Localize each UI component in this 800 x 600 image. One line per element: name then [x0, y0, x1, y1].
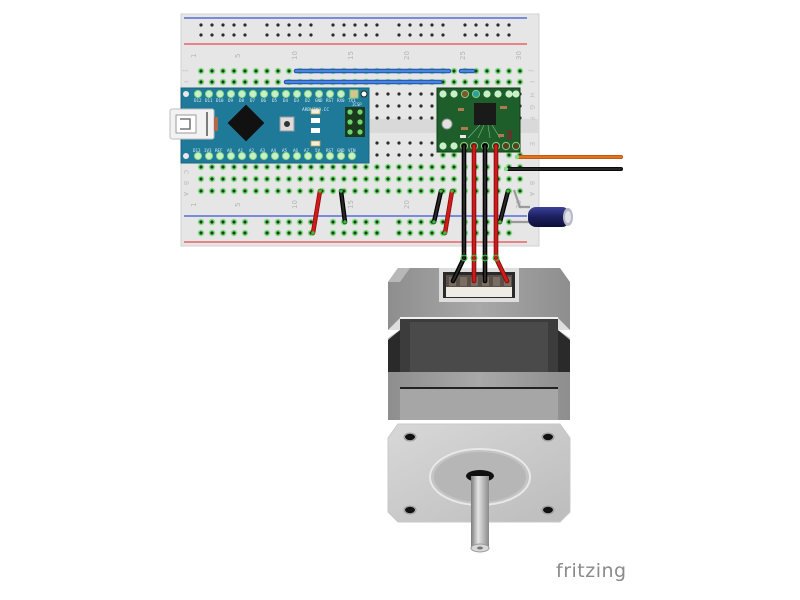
motor-shaft: [466, 470, 494, 553]
svg-text:1: 1: [190, 203, 198, 207]
svg-text:D9: D9: [228, 98, 234, 103]
svg-text:D4: D4: [283, 98, 289, 103]
svg-text:VIN: VIN: [348, 148, 356, 153]
motor-coil-wires[interactable]: [450, 143, 510, 284]
svg-text:D10: D10: [216, 98, 224, 103]
current-limit-potentiometer[interactable]: [441, 118, 453, 130]
smd-components: [458, 106, 512, 140]
svg-text:J: J: [528, 69, 535, 72]
svg-text:5: 5: [234, 54, 242, 58]
svg-text:D12: D12: [194, 98, 202, 103]
svg-text:10: 10: [291, 51, 299, 60]
svg-text:GND: GND: [337, 148, 345, 153]
electrolytic-capacitor[interactable]: [510, 189, 573, 227]
svg-text:A1: A1: [238, 148, 244, 153]
svg-text:G: G: [528, 105, 535, 110]
svg-text:D8: D8: [239, 98, 245, 103]
bottom-power-rail-holes[interactable]: [197, 218, 513, 237]
arduino-top-pins[interactable]: [183, 89, 368, 99]
stepper-motor[interactable]: [387, 268, 571, 553]
external-power-wires[interactable]: [503, 154, 623, 172]
svg-text:B: B: [182, 181, 189, 185]
svg-text:10: 10: [291, 200, 299, 209]
svg-text:D7: D7: [250, 98, 256, 103]
svg-text:15: 15: [347, 51, 355, 60]
svg-text:REF: REF: [215, 148, 223, 153]
svg-text:B: B: [528, 181, 535, 185]
svg-text:D2: D2: [305, 98, 311, 103]
arduino-cc-label: ARDUINO.CC: [302, 107, 329, 113]
svg-text:RST: RST: [326, 98, 334, 103]
svg-text:D13: D13: [193, 148, 201, 153]
svg-text:RX0: RX0: [337, 98, 345, 103]
svg-text:D3: D3: [294, 98, 300, 103]
svg-text:J: J: [182, 69, 189, 72]
row-labels: J I C B A J I H G F E B A: [182, 69, 535, 197]
svg-text:A5: A5: [282, 148, 288, 153]
svg-text:5V: 5V: [315, 148, 321, 153]
svg-text:1: 1: [190, 54, 198, 58]
svg-text:A7: A7: [304, 148, 310, 153]
svg-text:20: 20: [403, 51, 411, 60]
svg-text:A6: A6: [293, 148, 299, 153]
svg-text:D5: D5: [272, 98, 278, 103]
jumper-wires[interactable]: [310, 188, 511, 236]
svg-text:A: A: [528, 192, 535, 197]
svg-text:TX1: TX1: [348, 98, 356, 103]
svg-text:I: I: [528, 81, 535, 83]
stepper-driver-board[interactable]: [436, 87, 521, 153]
motor-connector[interactable]: [439, 268, 519, 302]
svg-text:H: H: [528, 93, 535, 98]
icsp-header: ICSP: [345, 102, 365, 137]
mounting-holes: [403, 432, 555, 515]
svg-text:C: C: [182, 170, 189, 174]
blue-wires[interactable]: [283, 68, 476, 85]
svg-text:E: E: [528, 142, 535, 146]
svg-text:20: 20: [403, 200, 411, 209]
mini-usb-connector: [169, 108, 218, 140]
status-leds: [310, 108, 321, 147]
reset-button[interactable]: [279, 116, 295, 132]
fritzing-logo: fritzing: [556, 560, 627, 582]
svg-text:ICSP: ICSP: [352, 102, 362, 107]
svg-text:3V3: 3V3: [204, 148, 212, 153]
arduino-bottom-pins[interactable]: [183, 151, 357, 161]
svg-text:F: F: [528, 117, 535, 121]
microcontroller-chip: [227, 104, 265, 142]
svg-text:A2: A2: [249, 148, 255, 153]
svg-text:I: I: [182, 81, 189, 83]
svg-text:25: 25: [459, 51, 467, 60]
svg-text:GND: GND: [315, 98, 323, 103]
svg-text:A3: A3: [260, 148, 266, 153]
svg-text:15: 15: [347, 200, 355, 209]
svg-text:D6: D6: [261, 98, 267, 103]
svg-text:30: 30: [515, 51, 523, 60]
svg-text:A4: A4: [271, 148, 277, 153]
top-power-rail-holes[interactable]: [199, 23, 511, 37]
svg-text:5: 5: [234, 203, 242, 207]
svg-text:D11: D11: [205, 98, 213, 103]
column-labels-top: 1 5 10 15 20 25 30: [190, 51, 523, 60]
driver-top-pins[interactable]: [439, 89, 520, 99]
svg-text:A0: A0: [227, 148, 233, 153]
svg-text:A: A: [182, 192, 189, 197]
driver-chip: [474, 103, 496, 125]
svg-text:RST: RST: [326, 148, 334, 153]
